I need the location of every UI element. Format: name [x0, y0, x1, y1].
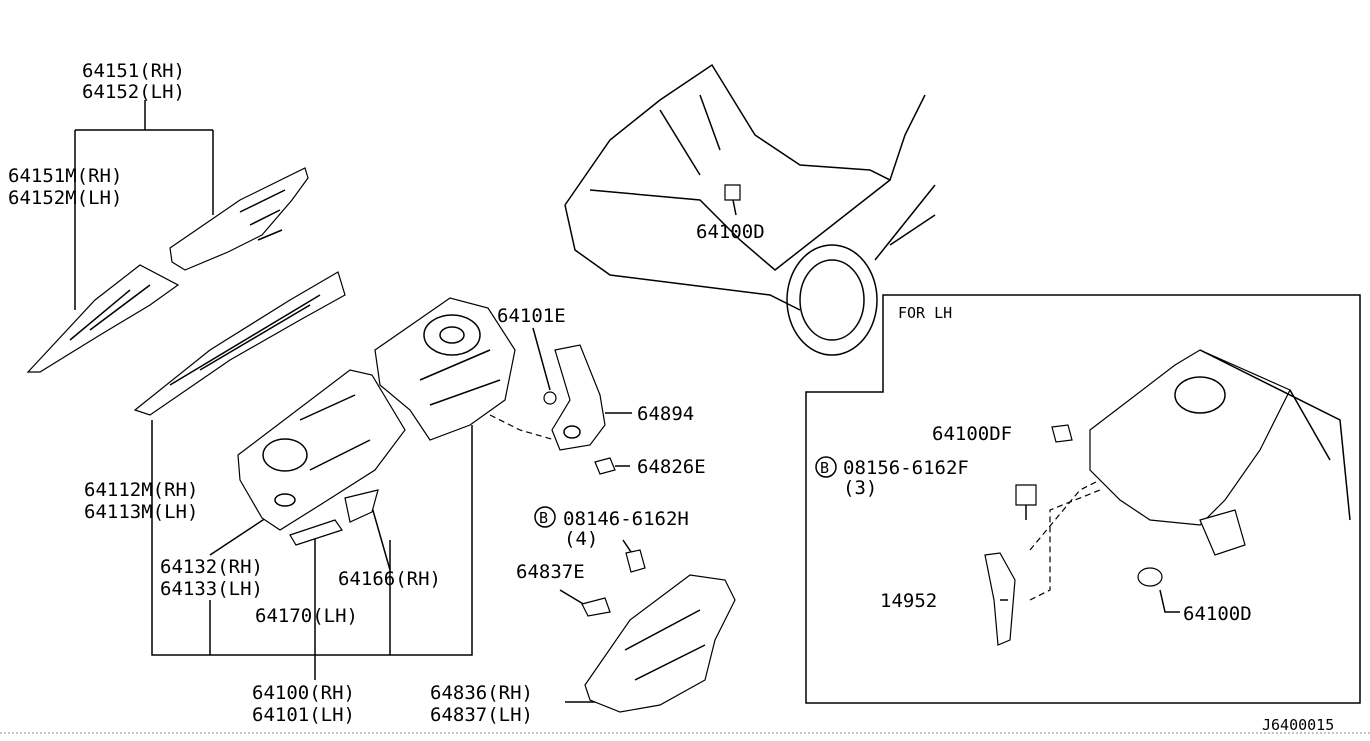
dash-guide-2: [1029, 479, 1101, 551]
upper-member-64151: [169, 167, 309, 271]
label-64152m: 64152M(LH): [8, 187, 122, 209]
labels: 64151(RH) 64152(LH) 64151M(RH) 64152M(LH…: [8, 60, 1334, 734]
label-inset-title: FOR LH: [898, 304, 952, 322]
clip-64100d-inset: [1137, 567, 1163, 587]
dash-guide-1: [489, 414, 556, 441]
bracket-64894: [551, 344, 606, 451]
bolt-08156: [1015, 484, 1037, 520]
circle-b-marker-main: B: [534, 506, 556, 528]
label-64113m: 64113M(LH): [84, 501, 198, 523]
label-bolt-08146: 08146-6162H: [563, 508, 689, 530]
circle-b-letter-inset: B: [820, 459, 829, 477]
bracket-64166: [344, 489, 379, 523]
leader-lines: [74, 100, 737, 703]
label-64151m: 64151M(RH): [8, 165, 122, 187]
label-64101e: 64101E: [497, 305, 566, 327]
apron-64100: [374, 297, 516, 441]
sensor-14952: [984, 552, 1016, 646]
label-bolt-08156: 08156-6162F: [843, 457, 969, 479]
clip-64100df: [1051, 424, 1073, 443]
clip-64837e: [581, 597, 611, 617]
upper-member-64151m: [26, 264, 180, 373]
label-64826e: 64826E: [637, 456, 706, 478]
dash-guide-3: [1029, 489, 1101, 601]
clip-64826e: [594, 457, 616, 475]
label-64100d-inset: 64100D: [1183, 603, 1252, 625]
label-64101: 64101(LH): [252, 704, 355, 726]
hoodledge-64112m: [133, 271, 346, 416]
label-14952: 14952: [880, 590, 937, 612]
label-64166: 64166(RH): [338, 568, 441, 590]
label-64132: 64132(RH): [160, 556, 263, 578]
bolt-08146: [625, 549, 646, 573]
label-figure-code: J6400015: [1262, 716, 1334, 734]
label-bolt-08146-qty: (4): [564, 528, 598, 550]
label-64151: 64151(RH): [82, 60, 185, 82]
clip-64101e: [543, 391, 557, 405]
label-64836: 64836(RH): [430, 682, 533, 704]
reinforcement-64170: [289, 519, 343, 546]
label-64170: 64170(LH): [255, 605, 358, 627]
splash-shield-64836: [584, 574, 736, 713]
circle-b-marker-inset: B: [815, 456, 837, 478]
label-64894: 64894: [637, 403, 694, 425]
strut-housing-64132: [237, 369, 406, 531]
inset-box: [805, 294, 1361, 704]
label-64100df: 64100DF: [932, 423, 1012, 445]
label-64133: 64133(LH): [160, 578, 263, 600]
circle-b-letter: B: [539, 509, 548, 527]
label-64112m: 64112M(RH): [84, 479, 198, 501]
inset-leaders: [1000, 589, 1180, 613]
inset-apron: [1089, 349, 1351, 556]
label-64100d-top: 64100D: [696, 221, 765, 243]
label-64837: 64837(LH): [430, 704, 533, 726]
label-bolt-08156-qty: (3): [843, 477, 877, 499]
car-outline: [564, 63, 936, 356]
label-64152: 64152(LH): [82, 81, 185, 103]
label-64837e: 64837E: [516, 561, 585, 583]
label-64100: 64100(RH): [252, 682, 355, 704]
